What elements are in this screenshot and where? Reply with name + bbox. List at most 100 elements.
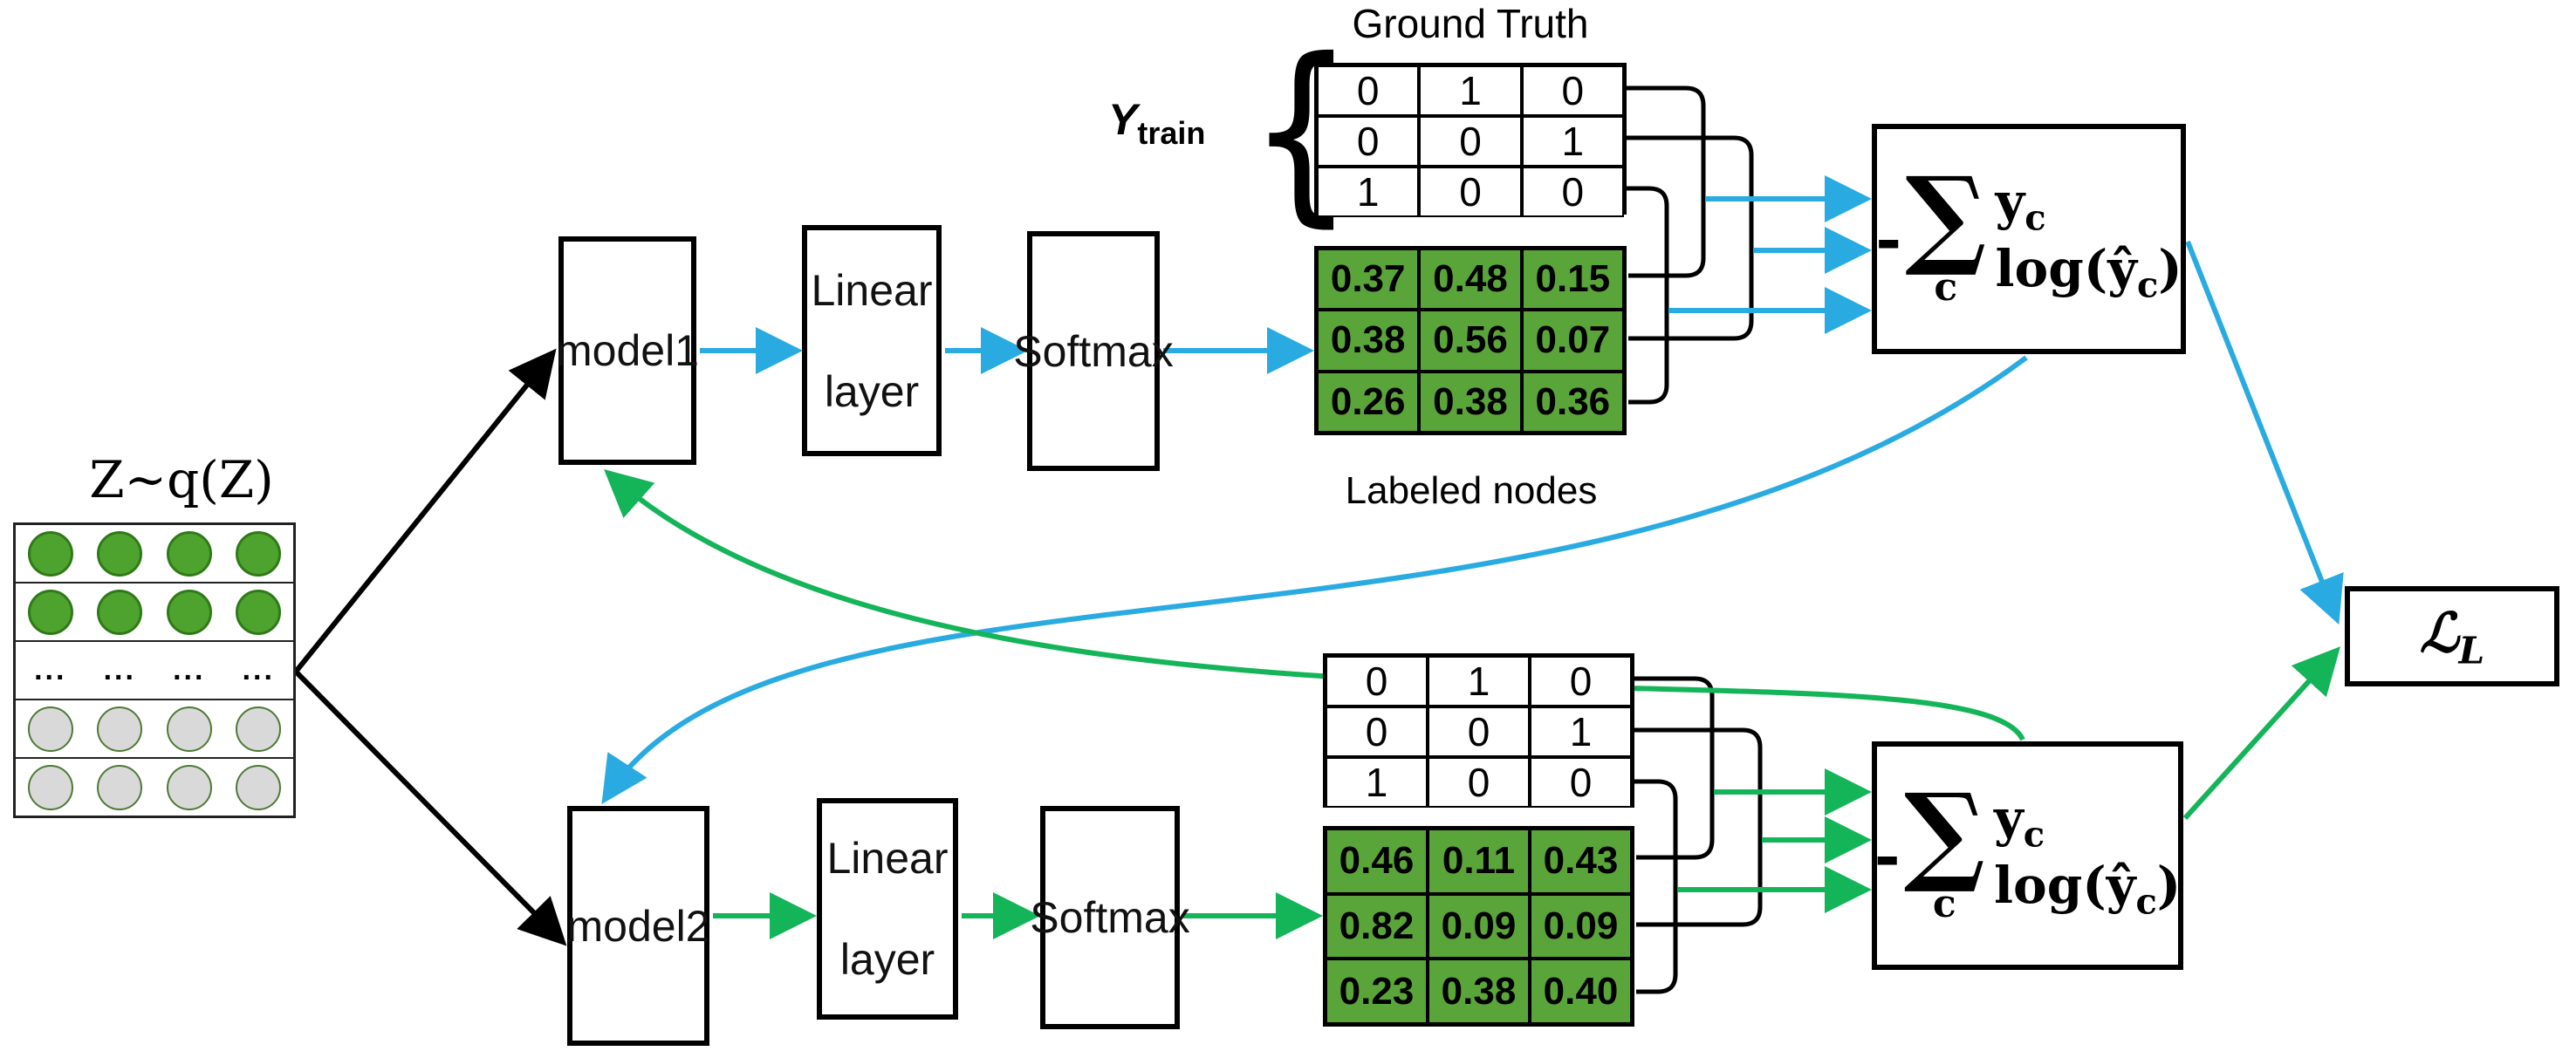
y-sub: c bbox=[2023, 814, 2045, 856]
matrix-cell: 0.09 bbox=[1530, 893, 1632, 959]
close-paren: ) bbox=[2156, 855, 2182, 915]
z-to-model1-arrow bbox=[293, 348, 557, 673]
z-to-model2-arrow bbox=[293, 669, 567, 946]
gray-node-circle bbox=[97, 706, 143, 752]
loss1-to-total-arrow bbox=[2185, 240, 2344, 625]
matrix-cell: 0 bbox=[1428, 757, 1530, 808]
loss1-formula: - ∑ c yc log(ŷc) bbox=[1875, 154, 2182, 310]
matrix-cell: 1 bbox=[1428, 656, 1530, 706]
green-node-circle bbox=[27, 589, 73, 635]
sigma-symbol: ∑ bbox=[1905, 154, 1987, 281]
matrix-cell: 0 bbox=[1530, 757, 1632, 808]
ellipsis-text: ... bbox=[242, 653, 275, 686]
linear-layer2-label: Linear layer bbox=[827, 833, 949, 985]
loss-sub: L bbox=[2458, 629, 2485, 672]
loss2-box: - ∑ c yc log(ŷc) bbox=[1872, 741, 2183, 970]
log-term: log( bbox=[1994, 855, 2107, 915]
matrix-cell: 0.36 bbox=[1521, 371, 1624, 433]
green-node-circle bbox=[27, 530, 73, 577]
matrix-cell: 0.09 bbox=[1428, 893, 1530, 959]
green-node-circle bbox=[166, 589, 212, 635]
green-node-circle bbox=[166, 530, 212, 577]
y-term: y bbox=[1995, 172, 2025, 232]
y-train-label: Ytrain bbox=[1108, 94, 1205, 152]
y-train-sub: train bbox=[1137, 115, 1206, 151]
matrix-cell: 1 bbox=[1317, 167, 1420, 217]
loss2-formula: - ∑ c yc log(ŷc) bbox=[1874, 780, 2182, 926]
loss-expression: yc log(ŷc) bbox=[1994, 788, 2181, 922]
matrix-cell: 0 bbox=[1326, 706, 1428, 757]
latent-row-dots: ............ bbox=[16, 642, 293, 700]
matrix-cell: 0.46 bbox=[1326, 829, 1428, 894]
linear-layer2-box: Linear layer bbox=[817, 798, 958, 1020]
green-node-circle bbox=[97, 589, 143, 635]
matrix-cell: 0.26 bbox=[1317, 371, 1420, 433]
softmax2-label: Softmax bbox=[1030, 893, 1190, 942]
model2-box: model2 bbox=[566, 806, 710, 1046]
matrix-cell: 0.56 bbox=[1419, 310, 1522, 372]
sigma-index: c bbox=[1934, 264, 1958, 310]
layer-word: layer bbox=[839, 935, 935, 984]
matrix-cell: 0 bbox=[1521, 65, 1624, 116]
gray-node-circle bbox=[97, 764, 143, 810]
sigma-index: c bbox=[1932, 881, 1956, 926]
yhat-term: ŷ bbox=[2106, 855, 2136, 915]
matrix-cell: 0.40 bbox=[1530, 959, 1632, 1024]
matrix-cell: 0.11 bbox=[1428, 829, 1530, 894]
loss-expression: yc log(ŷc) bbox=[1996, 172, 2182, 305]
yhat-sub: c bbox=[2136, 264, 2159, 306]
matrix-cell: 0.48 bbox=[1419, 249, 1522, 311]
row-pair-bracket bbox=[1627, 135, 1754, 341]
summation: ∑ c bbox=[1904, 780, 1985, 926]
row-pair-bracket bbox=[1634, 676, 1715, 860]
yhat-term: ŷ bbox=[2107, 238, 2137, 298]
green-node-circle bbox=[97, 530, 143, 577]
row-pair-bracket bbox=[1627, 186, 1669, 405]
gray-node-circle bbox=[236, 764, 282, 810]
row-pair-bracket bbox=[1634, 779, 1678, 994]
matrix-cell: 1 bbox=[1530, 706, 1632, 757]
ground-truth-title: Ground Truth bbox=[1352, 1, 1589, 46]
ellipsis-text: ... bbox=[34, 653, 67, 686]
green-node-circle bbox=[236, 589, 282, 635]
matrix-cell: 1 bbox=[1326, 757, 1428, 808]
minus-sign: - bbox=[1875, 201, 1902, 276]
matrix-cell: 0.07 bbox=[1521, 310, 1624, 372]
gray-node-circle bbox=[27, 706, 73, 752]
layer-word: layer bbox=[824, 366, 920, 416]
matrix-cell: 0.82 bbox=[1326, 893, 1428, 959]
ellipsis-text: ... bbox=[103, 653, 136, 686]
loss-symbol: ℒ bbox=[2419, 600, 2459, 665]
matrix-cell: 0.23 bbox=[1326, 959, 1428, 1024]
matrix-cell: 0 bbox=[1317, 116, 1420, 167]
ellipsis-text: ... bbox=[173, 653, 206, 686]
green-node-circle bbox=[236, 530, 282, 577]
matrix-cell: 0.43 bbox=[1530, 829, 1632, 894]
total-loss-label: ℒL bbox=[2420, 601, 2484, 672]
matrix-cell: 0 bbox=[1419, 167, 1522, 217]
y-term: y bbox=[1994, 788, 2024, 849]
gray-node-circle bbox=[236, 706, 282, 752]
matrix-cell: 0 bbox=[1521, 167, 1624, 217]
row-pair-bracket bbox=[1627, 85, 1706, 278]
linear-word: Linear bbox=[811, 265, 933, 315]
matrix-cell: 0.38 bbox=[1428, 959, 1530, 1024]
matrix-cell: 1 bbox=[1419, 65, 1522, 116]
model2-label: model2 bbox=[566, 901, 710, 951]
linear-word: Linear bbox=[826, 834, 949, 883]
y-train-base: Y bbox=[1108, 95, 1138, 144]
latent-row-green bbox=[16, 584, 293, 642]
matrix-cell: 0 bbox=[1317, 65, 1420, 116]
matrix-cell: 0.37 bbox=[1317, 249, 1420, 311]
y-sub: c bbox=[2024, 197, 2046, 239]
loss1-box: - ∑ c yc log(ŷc) bbox=[1872, 124, 2186, 354]
gray-node-circle bbox=[166, 764, 212, 810]
matrix-cell: 0.38 bbox=[1317, 310, 1420, 372]
matrix-cell: 0 bbox=[1428, 706, 1530, 757]
row-pair-bracket bbox=[1634, 727, 1763, 927]
labeled-nodes-caption: Labeled nodes bbox=[1345, 469, 1598, 512]
linear-layer1-label: Linear layer bbox=[812, 265, 933, 417]
gray-node-circle bbox=[27, 764, 73, 810]
